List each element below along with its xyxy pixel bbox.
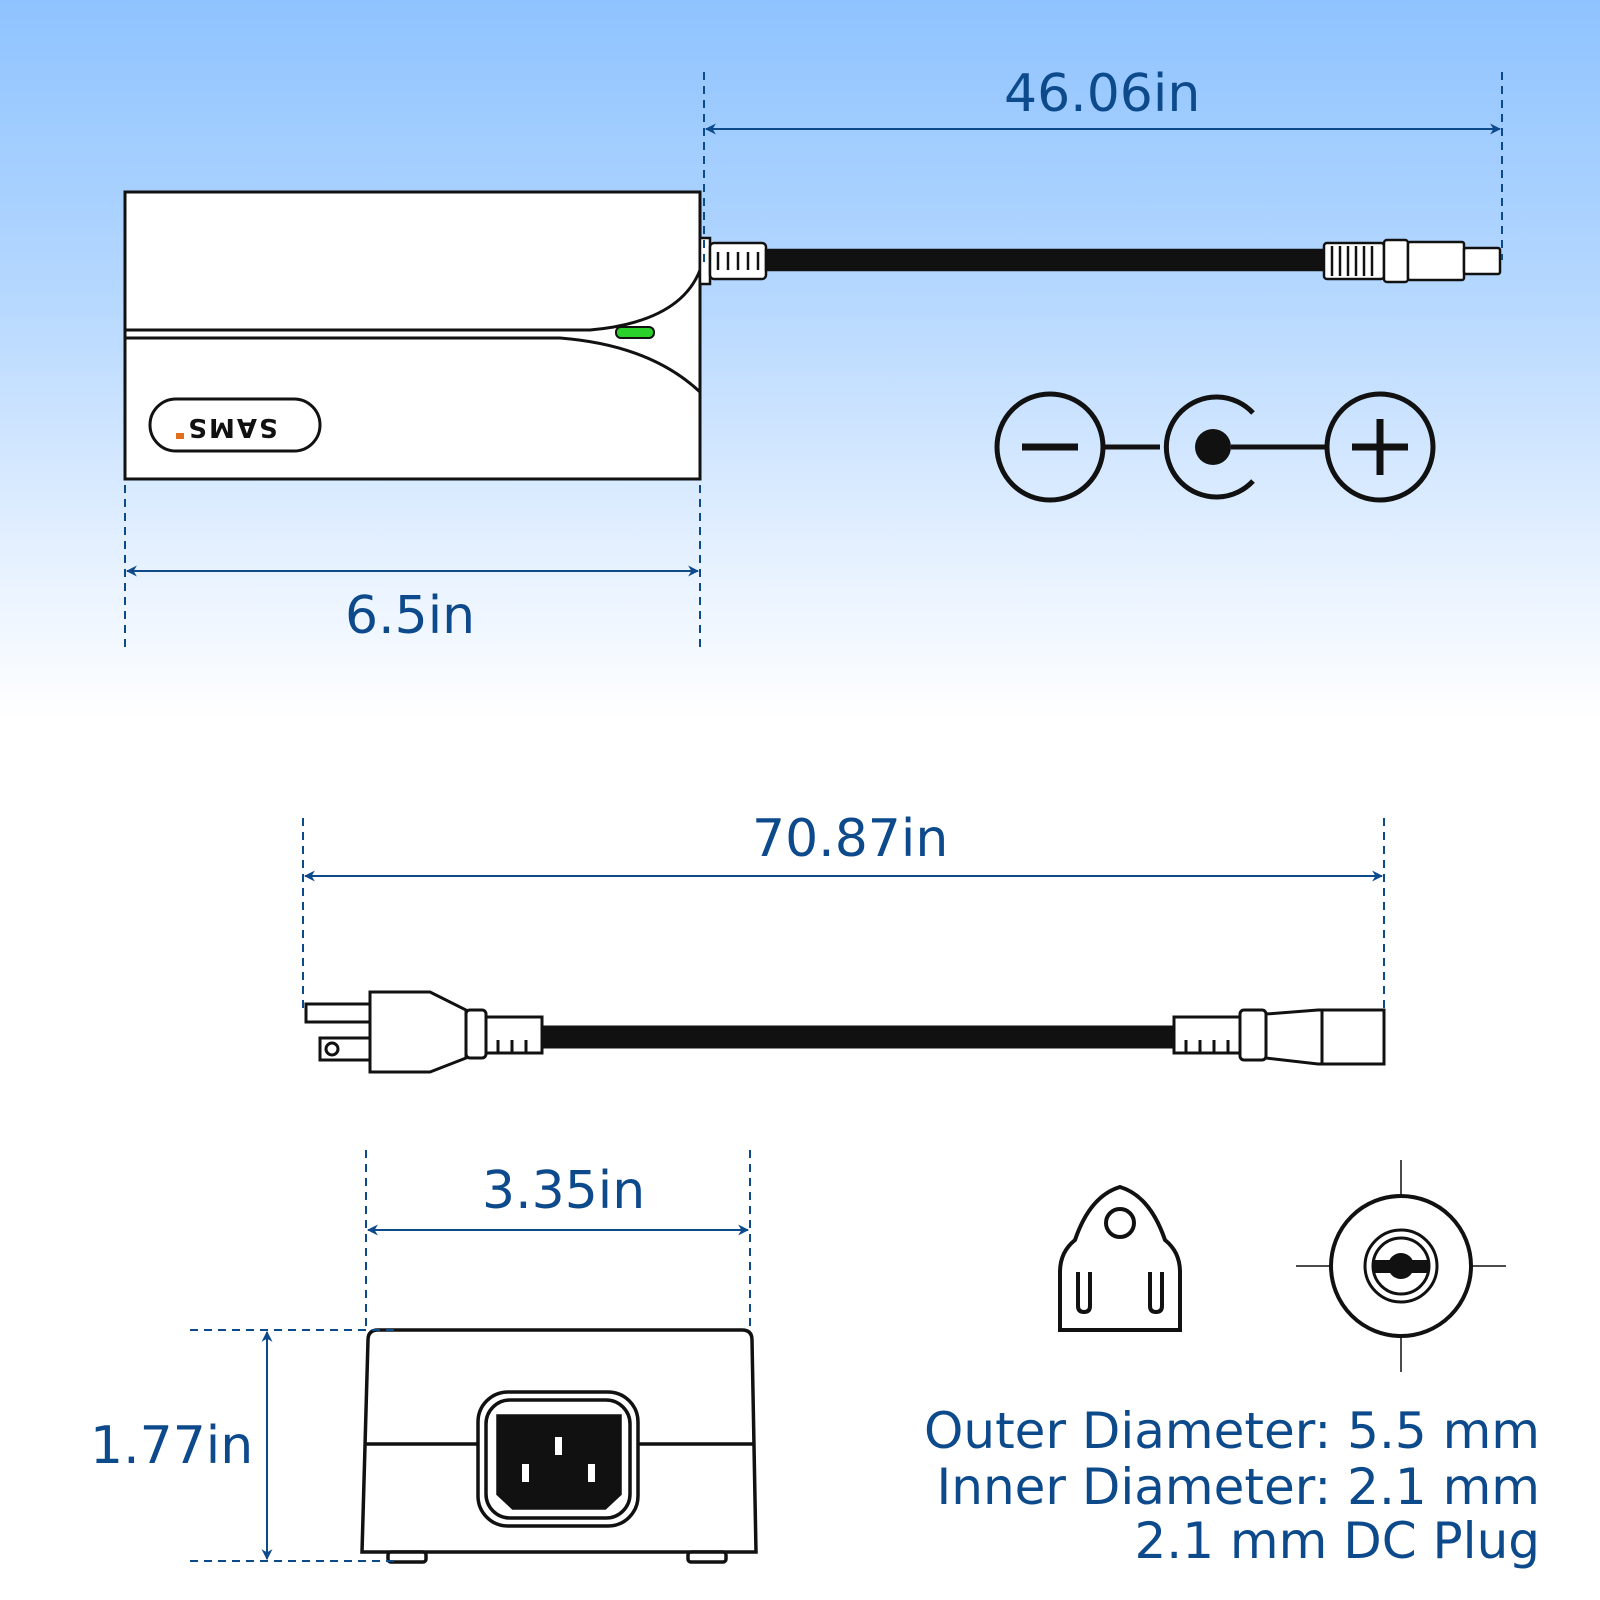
adapter-length-label: 6.5in (345, 586, 476, 646)
adapter-height-label: 1.77in (90, 1416, 254, 1476)
dc-plug-end-icon (1296, 1160, 1506, 1372)
logo-accent (176, 433, 184, 439)
outer-diameter-spec: Outer Diameter: 5.5 mm (924, 1402, 1540, 1460)
positive-icon (1324, 391, 1436, 503)
plug-type-spec: 2.1 mm DC Plug (1134, 1512, 1541, 1570)
adapter-width-label: 3.35in (482, 1161, 646, 1221)
dimension-lines-middle (302, 818, 1385, 1010)
ac-cable-length-label: 70.87in (752, 809, 949, 869)
ac-plug-end-icon (1058, 1184, 1182, 1332)
adapter-end-view (360, 1328, 758, 1564)
dimension-lines-bottom (190, 1150, 751, 1562)
adapter-top-view (123, 190, 702, 481)
dc-cable-length-label: 46.06in (1004, 64, 1201, 124)
dimension-lines-top (124, 72, 1503, 648)
iec-socket-icon (496, 1414, 622, 1510)
polarity-icon (994, 391, 1436, 503)
center-pin-icon (1163, 394, 1255, 500)
inner-diameter-spec: Inner Diameter: 2.1 mm (936, 1458, 1540, 1516)
ac-power-cord (304, 990, 1386, 1074)
status-led (615, 326, 655, 339)
dc-cable (698, 236, 1502, 286)
brand-logo: SAMS (186, 412, 278, 442)
